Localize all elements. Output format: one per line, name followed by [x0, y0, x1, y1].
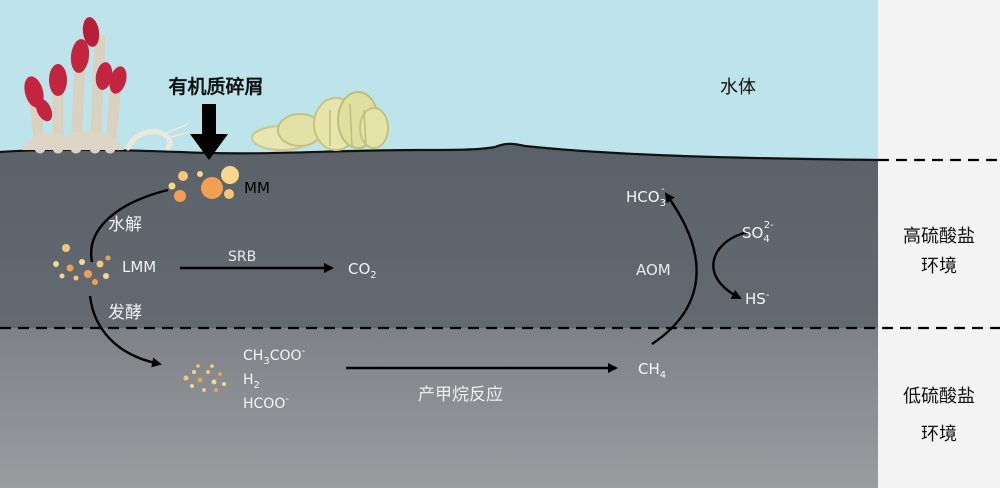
sediment-lower-layer — [0, 328, 878, 488]
acetate-label: CH3COO- — [243, 346, 306, 367]
hs-main: HS — [745, 290, 766, 308]
acetate-superscript: - — [302, 346, 306, 357]
hs-superscript: - — [766, 290, 770, 301]
fermentation-arrow — [88, 295, 162, 368]
acetate-subscript: 3 — [263, 356, 269, 367]
coral-illustration — [22, 17, 127, 154]
co2-main: CO — [348, 260, 370, 278]
seaweed-illustration — [251, 91, 389, 151]
high-sulfate-label-line1: 高硫酸盐 — [903, 226, 975, 247]
water-body-label: 水体 — [720, 77, 756, 98]
low-sulfate-label-line2: 环境 — [921, 424, 957, 445]
h2-main: H — [243, 372, 254, 388]
ch4-main: CH — [638, 360, 660, 378]
so4-subscript: 4 — [763, 234, 769, 245]
sulfate-reduction-arrow — [712, 230, 749, 300]
h2-label: H2 — [243, 372, 260, 391]
h2-subscript: 2 — [254, 380, 260, 391]
formate-superscript: - — [285, 394, 289, 405]
so4-superscript: 2- — [764, 220, 774, 231]
aom-label: AOM — [636, 261, 671, 279]
acetate-part-a: CH — [243, 348, 263, 364]
acetate-part-b: COO — [270, 348, 302, 364]
hydrolysis-label: 水解 — [108, 215, 142, 235]
co2-label: CO2 — [348, 260, 377, 281]
mm-particles — [168, 166, 239, 202]
co2-subscript: 2 — [370, 270, 376, 281]
lmm-label: LMM — [122, 258, 156, 276]
lmm-particles — [53, 244, 111, 285]
detritus-down-arrow — [190, 104, 228, 160]
aom-arrow — [651, 192, 698, 345]
organic-detritus-label: 有机质碎屑 — [168, 75, 263, 98]
formate-main: HCOO — [243, 396, 285, 412]
so4-label: SO4 2- — [742, 220, 774, 245]
low-sulfate-label-line1: 低硫酸盐 — [903, 386, 975, 407]
mm-label: MM — [244, 179, 270, 197]
hco3-main: HCO — [626, 188, 660, 206]
fermentation-label: 发酵 — [108, 303, 142, 323]
hco3-label: HCO3 - — [626, 184, 666, 209]
ch4-subscript: 4 — [660, 370, 666, 381]
side-panel — [878, 0, 1000, 488]
srb-label: SRB — [228, 249, 256, 265]
sediment-surface-line — [0, 142, 879, 162]
ch4-label: CH4 — [638, 360, 666, 381]
hs-label: HS- — [745, 290, 770, 308]
shrimp-illustration — [125, 123, 191, 151]
high-sulfate-label-line2: 环境 — [921, 256, 957, 277]
methanogenesis-label: 产甲烷反应 — [418, 385, 503, 405]
hco3-superscript: - — [661, 184, 665, 195]
formate-label: HCOO- — [243, 394, 289, 412]
hco3-subscript: 3 — [660, 198, 666, 209]
hydrolysis-arrow — [89, 188, 169, 263]
so4-main: SO — [742, 224, 763, 242]
fermentation-particles — [183, 364, 226, 392]
